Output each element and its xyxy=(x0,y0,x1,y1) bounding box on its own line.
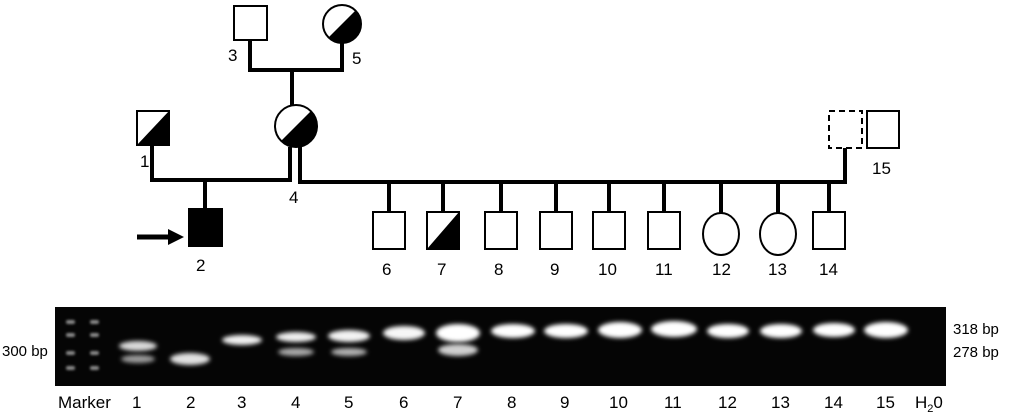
band-lane-2 xyxy=(170,353,210,365)
individual-6-symbol xyxy=(372,211,406,250)
band-lane-1-upper xyxy=(119,341,157,351)
band-lane-9 xyxy=(544,324,588,338)
lane-label-9: 9 xyxy=(560,393,569,412)
individual-4-label: 4 xyxy=(289,188,298,207)
individual-1-symbol xyxy=(136,110,170,146)
individual-7-label: 7 xyxy=(437,260,446,279)
individual-11-label: 11 xyxy=(655,260,673,279)
individual-7-symbol xyxy=(426,211,460,250)
individual-6-label: 6 xyxy=(382,260,391,279)
pedigree: 3 5 1 4 15 2 xyxy=(136,4,900,279)
lane-label-water: H20 xyxy=(915,393,943,414)
lane-label-3: 3 xyxy=(237,393,246,412)
individual-14-label: 14 xyxy=(819,260,838,279)
individual-10-symbol xyxy=(592,211,626,250)
band-size-label-318: 318 bp xyxy=(953,321,999,338)
lane-label-2: 2 xyxy=(186,393,195,412)
proband-arrowhead xyxy=(168,229,184,245)
band-lane-12 xyxy=(707,324,749,338)
lane-label-7: 7 xyxy=(453,393,462,412)
individual-9-symbol xyxy=(539,211,573,250)
band-lane-1-lower xyxy=(121,355,155,363)
band-size-label-278: 278 bp xyxy=(953,344,999,361)
band-lane-7-upper xyxy=(436,324,480,342)
individual-2-symbol xyxy=(188,208,223,247)
lane-label-15: 15 xyxy=(876,393,895,412)
gel-electrophoresis: 300 bp 318 bp 278 bp Marker 1 2 3 4 5 6 … xyxy=(2,307,999,415)
individual-13-symbol xyxy=(759,212,797,256)
band-lane-5-lower xyxy=(331,348,367,356)
sibship-drops xyxy=(387,182,831,214)
individual-3-symbol xyxy=(233,5,268,41)
individual-3-label: 3 xyxy=(228,46,237,65)
band-lane-5-upper xyxy=(328,330,370,342)
band-lane-4-lower xyxy=(278,348,314,356)
individual-12-symbol xyxy=(702,212,740,256)
band-lane-8 xyxy=(491,324,535,338)
individual-5-symbol xyxy=(322,4,362,44)
mating-line-3-5 xyxy=(248,40,344,72)
mating-line-1-4 xyxy=(150,145,292,182)
lane-label-5: 5 xyxy=(344,393,353,412)
individual-10-label: 10 xyxy=(598,260,617,279)
band-lane-3 xyxy=(222,335,262,345)
individual-15-symbol xyxy=(866,110,900,149)
band-lane-11 xyxy=(651,321,697,337)
band-lane-15 xyxy=(864,322,908,338)
gel-bands xyxy=(119,321,908,365)
lane-label-10: 10 xyxy=(609,393,628,412)
band-lane-4-upper xyxy=(276,332,316,342)
individual-1-label: 1 xyxy=(140,152,149,171)
band-lane-7-lower xyxy=(438,344,478,356)
lane-label-marker: Marker xyxy=(58,393,111,412)
lane-label-12: 12 xyxy=(718,393,737,412)
lane-label-1: 1 xyxy=(132,393,141,412)
individual-11-symbol xyxy=(647,211,681,250)
individual-4-symbol xyxy=(274,104,318,148)
lane-label-6: 6 xyxy=(399,393,408,412)
lane-label-8: 8 xyxy=(507,393,516,412)
individual-2-label: 2 xyxy=(196,256,205,275)
individual-8-symbol xyxy=(484,211,518,250)
band-lane-6 xyxy=(383,326,425,340)
lane-label-4: 4 xyxy=(291,393,300,412)
band-lane-13 xyxy=(760,324,802,338)
lane-label-14: 14 xyxy=(824,393,843,412)
mating-line-4-partner xyxy=(298,147,847,184)
lane-label-13: 13 xyxy=(771,393,790,412)
lane-label-11: 11 xyxy=(664,393,682,412)
individual-13-label: 13 xyxy=(768,260,787,279)
individual-5-label: 5 xyxy=(352,49,361,68)
individual-8-label: 8 xyxy=(494,260,503,279)
individual-15-label: 15 xyxy=(872,159,891,178)
gel-image xyxy=(55,307,946,386)
band-lane-10 xyxy=(598,322,642,338)
individual-12-label: 12 xyxy=(712,260,731,279)
individual-14-symbol xyxy=(812,211,846,250)
marker-size-label: 300 bp xyxy=(2,343,48,360)
individual-9-label: 9 xyxy=(550,260,559,279)
marker-ladder xyxy=(66,320,99,370)
unknown-partner-symbol xyxy=(828,110,863,149)
band-lane-14 xyxy=(813,323,855,337)
